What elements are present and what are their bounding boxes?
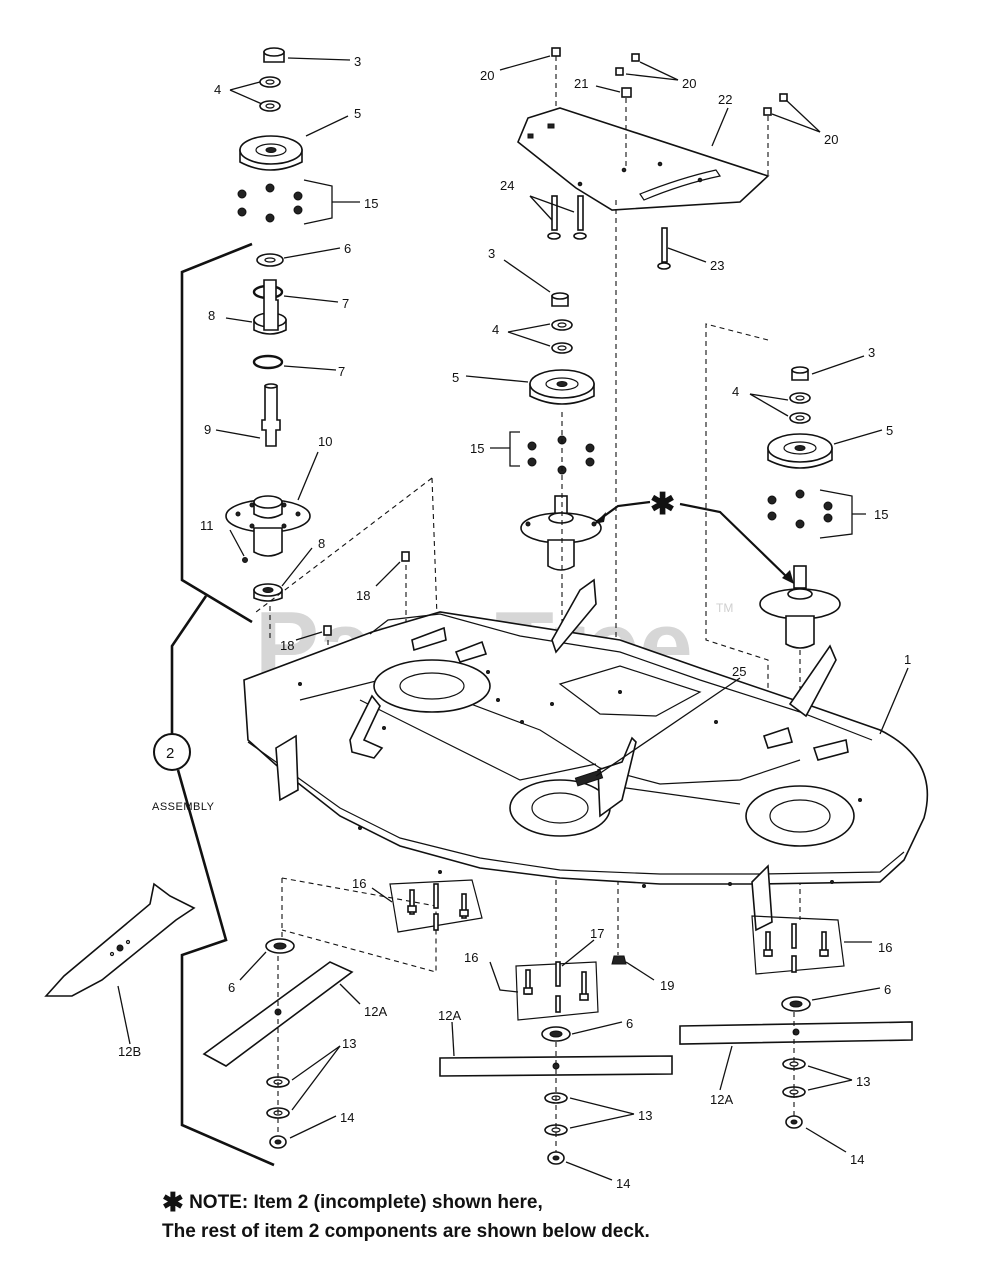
- callout-15: 15: [874, 507, 888, 522]
- callout-1: 1: [904, 652, 911, 667]
- callout-20: 20: [824, 132, 838, 147]
- assembly-label: ASSEMBLY: [152, 801, 215, 813]
- callout-14: 14: [850, 1152, 864, 1167]
- blade-12b: [44, 882, 196, 997]
- callout-12a: 12A: [364, 1004, 387, 1019]
- callout-4: 4: [214, 82, 221, 97]
- blade-12a-left: [202, 938, 354, 1149]
- note-line-1: ✱ NOTE: Item 2 (incomplete) shown here,: [162, 1188, 922, 1217]
- nut-19: [611, 955, 627, 965]
- bolt-set-16-center: [515, 961, 599, 1021]
- assembly-number: 2: [166, 745, 174, 762]
- bolt-set-16-right: [751, 915, 845, 975]
- callout-16: 16: [352, 876, 366, 891]
- callout-3: 3: [868, 345, 875, 360]
- callout-16: 16: [878, 940, 892, 955]
- callout-11: 11: [200, 518, 214, 533]
- callout-22: 22: [718, 92, 732, 107]
- belt-cover-plate: [517, 47, 788, 270]
- right-spindle-stack: [759, 366, 841, 649]
- callout-25: 25: [732, 664, 746, 679]
- assembly-callout: 2 ASSEMBLY: [152, 733, 215, 813]
- callout-12a: 12A: [710, 1092, 733, 1107]
- callout-23: 23: [710, 258, 724, 273]
- callout-18: 18: [356, 588, 370, 603]
- callout-12a: 12A: [438, 1008, 461, 1023]
- callout-13: 13: [638, 1108, 652, 1123]
- callout-5: 5: [354, 106, 361, 121]
- note-text-1: NOTE: Item 2 (incomplete) shown here,: [189, 1192, 543, 1213]
- callout-8: 8: [208, 308, 215, 323]
- callout-21: 21: [574, 76, 588, 91]
- leader-lines: [117, 55, 909, 1181]
- callout-3: 3: [354, 54, 361, 69]
- callout-15: 15: [364, 196, 378, 211]
- callout-6: 6: [344, 241, 351, 256]
- callout-4: 4: [492, 322, 499, 337]
- callout-14: 14: [616, 1176, 630, 1191]
- callout-13: 13: [342, 1036, 356, 1051]
- callout-10: 10: [318, 434, 332, 449]
- callout-19: 19: [660, 978, 674, 993]
- blade-12a-right: [679, 996, 913, 1129]
- callout-18: 18: [280, 638, 294, 653]
- callout-7: 7: [342, 296, 349, 311]
- callout-8: 8: [318, 536, 325, 551]
- callout-15: 15: [470, 441, 484, 456]
- callout-14: 14: [340, 1110, 354, 1125]
- callout-20: 20: [682, 76, 696, 91]
- callout-4: 4: [732, 384, 739, 399]
- callout-24: 24: [500, 178, 514, 193]
- callout-9: 9: [204, 422, 211, 437]
- asterisk-callout: ✱: [650, 488, 675, 521]
- callout-6: 6: [228, 980, 235, 995]
- diagram-note: ✱ NOTE: Item 2 (incomplete) shown here, …: [162, 1188, 922, 1246]
- watermark-tm: TM: [716, 601, 733, 615]
- blade-12a-center: [439, 1026, 673, 1165]
- callout-6: 6: [884, 982, 891, 997]
- callout-5: 5: [886, 423, 893, 438]
- callout-17: 17: [590, 926, 604, 941]
- callout-13: 13: [856, 1074, 870, 1089]
- note-text-2: The rest of item 2 components are shown …: [162, 1221, 650, 1242]
- center-spindle-stack: [520, 292, 602, 571]
- mower-deck-housing: [243, 551, 929, 932]
- callout-7: 7: [338, 364, 345, 379]
- left-spindle-stack: [225, 47, 311, 640]
- callout-5: 5: [452, 370, 459, 385]
- note-asterisk: ✱: [162, 1187, 184, 1217]
- callout-16: 16: [464, 950, 478, 965]
- callout-3: 3: [488, 246, 495, 261]
- bolt-set-16-left: [389, 879, 483, 933]
- callout-12b: 12B: [118, 1044, 141, 1059]
- callout-labels: 3 4 5 15 6 7 8 7 9 10 11 8 20 21 20 22 2…: [118, 54, 911, 1191]
- callout-6: 6: [626, 1016, 633, 1031]
- callout-20: 20: [480, 68, 494, 83]
